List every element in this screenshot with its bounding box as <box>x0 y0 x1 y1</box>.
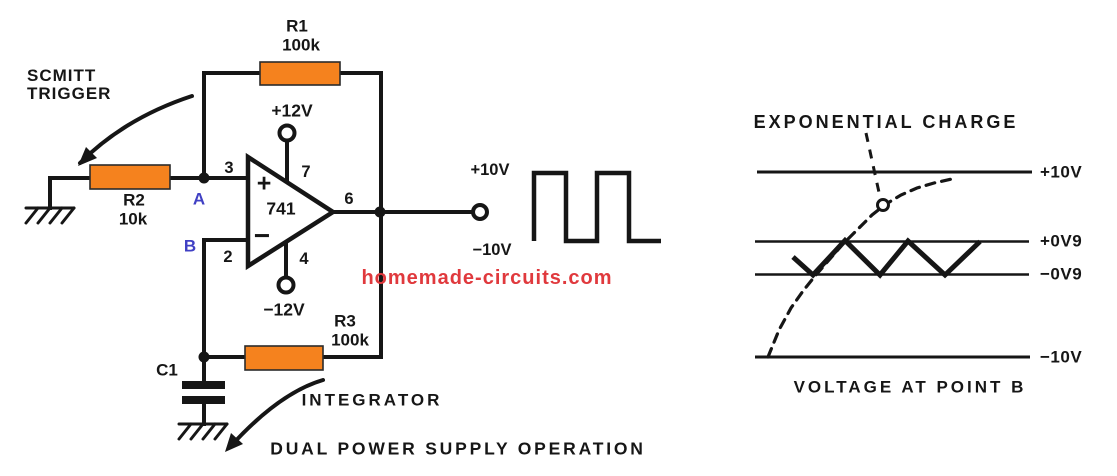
wire-r2-to-ground <box>48 176 92 210</box>
label-r2-ref: R2 <box>123 190 145 210</box>
resistor-r1-body <box>259 61 341 86</box>
label-opamp-part: 741 <box>266 198 296 219</box>
label-supply-negative: −12V <box>263 299 305 320</box>
schmitt-arrow-head <box>78 147 97 166</box>
label-node-a: A <box>192 189 206 209</box>
label-pin-4: 4 <box>299 249 309 268</box>
label-level-plus0v9: +0V9 <box>1040 231 1083 251</box>
label-output-high: +10V <box>470 160 510 179</box>
label-level-minus10v: −10V <box>1040 347 1083 367</box>
integrator-arrow-curve <box>228 378 325 449</box>
resistor-r3-body <box>244 345 324 371</box>
label-r1-value: 100k <box>282 35 320 55</box>
capacitor-c1-plates <box>182 381 225 404</box>
label-pin-7: 7 <box>301 162 311 181</box>
junction-node-a <box>198 172 210 184</box>
label-level-minus0v9: −0V9 <box>1040 264 1083 284</box>
square-wave-icon <box>531 170 661 244</box>
junction-output <box>374 206 386 218</box>
label-pin-2: 2 <box>223 247 233 266</box>
label-caption-dual-supply: DUAL POWER SUPPLY OPERATION <box>270 438 646 459</box>
label-schmitt-trigger: SCMITT TRIGGER <box>27 67 111 103</box>
label-schmitt-line2: TRIGGER <box>27 83 112 103</box>
schmitt-arrow-curve <box>78 94 194 165</box>
wire-r1-right-feedback <box>338 71 383 359</box>
capacitor-plate-bottom <box>182 396 225 404</box>
triangle-wave <box>791 236 982 279</box>
label-node-b: B <box>183 236 197 256</box>
terminal-positive-supply <box>277 123 297 143</box>
integrator-arrow <box>225 378 325 452</box>
resistor-r2-body <box>89 164 171 190</box>
label-voltage-at-point-b: VOLTAGE AT POINT B <box>793 377 1027 397</box>
label-r2-value: 10k <box>118 209 148 229</box>
label-pin-6: 6 <box>344 189 354 208</box>
opamp-triangle <box>245 152 338 271</box>
schmitt-arrow <box>78 94 194 166</box>
junction-c1 <box>198 351 210 363</box>
label-c1-ref: C1 <box>156 360 178 380</box>
label-integrator: INTEGRATOR <box>301 390 443 410</box>
exponential-marker-circle <box>876 198 890 212</box>
exponential-curve <box>766 177 954 359</box>
capacitor-plate-top <box>182 381 225 389</box>
label-schmitt-line1: SCMITT <box>27 66 97 85</box>
label-level-plus10v: +10V <box>1040 162 1083 182</box>
exponential-leader-line <box>864 132 882 198</box>
label-exponential-charge: EXPONENTIAL CHARGE <box>753 112 1019 132</box>
label-pin-3: 3 <box>224 158 234 177</box>
opamp-plus-sign: + <box>256 169 272 198</box>
watermark-text: homemade-circuits.com <box>361 267 613 289</box>
label-output-low: −10V <box>472 240 512 259</box>
opamp-minus-sign: − <box>253 220 271 251</box>
integrator-arrow-head <box>225 433 243 452</box>
ground-icon-c1 <box>177 422 229 441</box>
terminal-output <box>471 203 489 221</box>
ground-icon-left <box>24 206 76 225</box>
label-supply-positive: +12V <box>271 100 313 121</box>
label-r3-ref: R3 <box>334 311 356 331</box>
label-r1-ref: R1 <box>286 16 308 36</box>
terminal-negative-supply <box>276 275 296 295</box>
wire-pin2-to-c1 <box>202 238 250 359</box>
wire-r1-left <box>202 71 262 180</box>
label-r3-value: 100k <box>331 330 369 350</box>
